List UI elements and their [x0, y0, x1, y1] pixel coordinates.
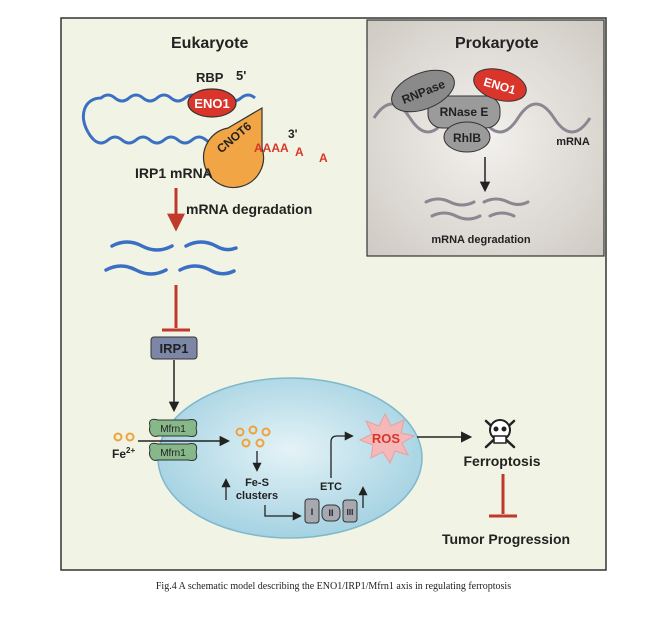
- three-prime-label: 3': [288, 127, 298, 141]
- mfrn1-top-label: Mfrn1: [160, 424, 186, 435]
- cnot6-protein: [202, 106, 265, 189]
- prok-mrna-degradation-label: mRNA degradation: [431, 234, 530, 246]
- prokaryote-title: Prokaryote: [455, 35, 539, 52]
- polya-tail: AAAA: [254, 141, 289, 155]
- polya-a1: A: [295, 145, 304, 159]
- mfrn1-transporter-bottom: Mfrn1: [149, 442, 198, 461]
- rbp-label: RBP: [196, 70, 224, 85]
- etc-to-ros-arrow: [330, 431, 354, 478]
- iron-ions-inside: [235, 425, 271, 448]
- irp1-mrna-label: IRP1 mRNA: [135, 165, 213, 181]
- rhlb-label: RhlB: [453, 131, 481, 145]
- svg-text:II: II: [328, 508, 333, 518]
- mitochondrion: [157, 377, 423, 539]
- mfrn1-bottom-label: Mfrn1: [160, 448, 186, 459]
- fes-label: Fe-S: [245, 477, 269, 489]
- rnpase-protein: [391, 69, 455, 113]
- mrna-loop-end: [86, 131, 96, 142]
- etc-label: ETC: [320, 481, 342, 493]
- rhlb-protein: [443, 121, 491, 153]
- prok-degraded-fragments: [424, 197, 530, 221]
- mrna-degradation-label: mRNA degradation: [186, 201, 312, 217]
- tumor-progression-label: Tumor Progression: [442, 531, 570, 547]
- figure-caption: Fig.4 A schematic model describing the E…: [155, 581, 512, 592]
- irp1-box: [150, 336, 198, 360]
- fe2-label: Fe2+: [112, 446, 135, 461]
- prok-mrna-label: mRNA: [556, 136, 590, 148]
- eno1-label: ENO1: [194, 96, 229, 111]
- etc-complex-1: [304, 498, 320, 524]
- clusters-label: clusters: [236, 490, 278, 502]
- ferroptosis-label: Ferroptosis: [463, 453, 540, 469]
- fes-to-etc-arrow: [264, 505, 302, 521]
- degraded-mrna-fragments: [104, 240, 238, 276]
- rnase-e-label: RNase E: [440, 105, 489, 119]
- eukaryote-title: Eukaryote: [171, 35, 248, 52]
- five-prime-label: 5': [236, 68, 246, 83]
- irp1-label: IRP1: [160, 341, 189, 356]
- skull-crossbones-icon: [484, 419, 516, 449]
- ros-label: ROS: [372, 431, 401, 446]
- eno1-protein: [187, 88, 237, 118]
- etc-complexes: I II III: [304, 498, 358, 524]
- svg-text:I: I: [311, 507, 314, 517]
- svg-text:III: III: [347, 508, 354, 517]
- etc-complex-3: [342, 499, 358, 523]
- etc-complex-2: [321, 504, 341, 522]
- prok-eno1-protein: [473, 68, 527, 102]
- ros-burst: [358, 412, 416, 465]
- mfrn1-transporter-top: Mfrn1: [149, 418, 198, 437]
- iron-ions-outside: [113, 432, 135, 442]
- polya-a2: A: [319, 151, 328, 165]
